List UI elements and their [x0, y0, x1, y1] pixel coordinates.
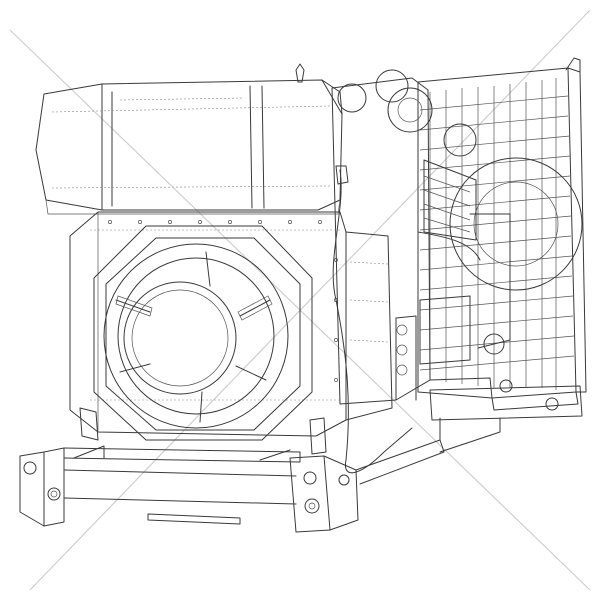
support-legs — [79, 407, 327, 455]
top-housing — [35, 79, 343, 215]
rivets — [108, 220, 338, 382]
base-frame — [19, 379, 583, 533]
engine — [295, 63, 511, 405]
generator-body — [69, 211, 393, 437]
cable — [332, 165, 413, 474]
radiator — [417, 57, 587, 411]
alternator-face — [93, 225, 313, 441]
